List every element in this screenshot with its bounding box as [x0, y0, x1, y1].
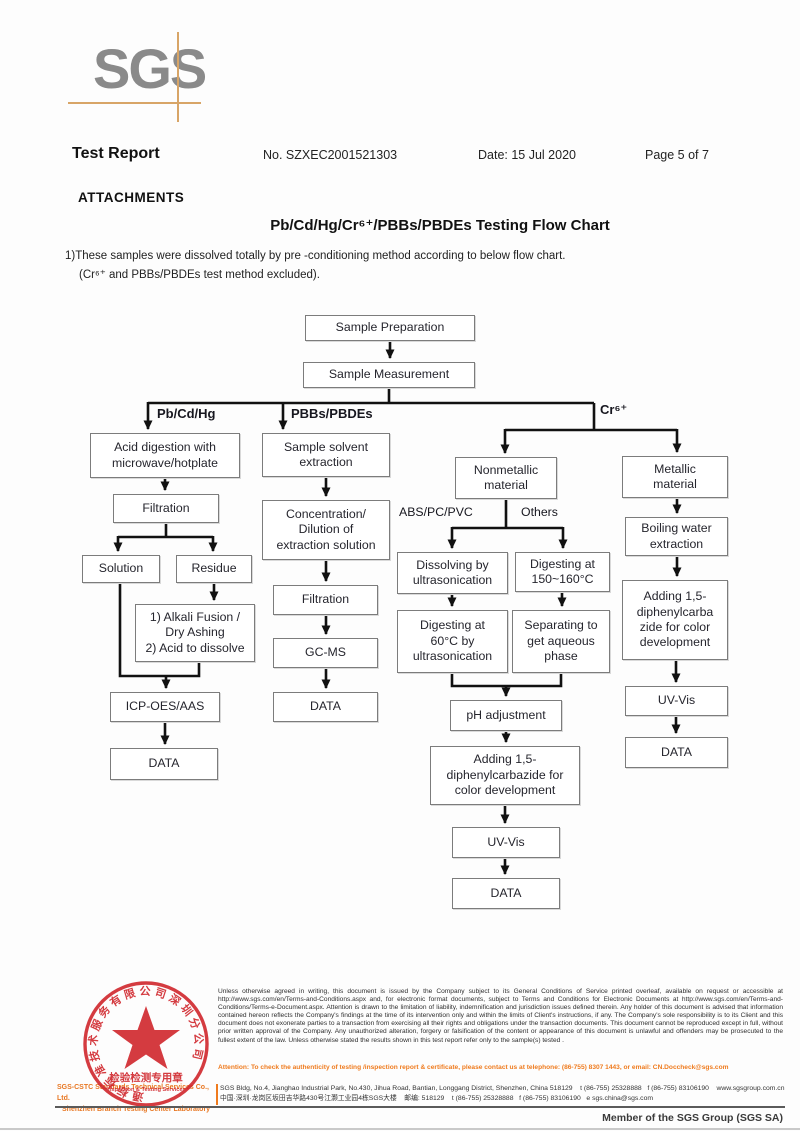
flowchart-box-filtration-mid: Filtration [273, 585, 378, 615]
footer-rule [55, 1106, 785, 1108]
flowchart-box-uv-vis-center: UV-Vis [452, 827, 560, 858]
report-date: Date: 15 Jul 2020 [478, 148, 576, 162]
report-number: No. SZXEC2001521303 [263, 148, 398, 162]
address-divider [216, 1084, 218, 1105]
flowchart-box-boiling-water-extraction: Boiling water extraction [625, 517, 728, 556]
flowchart-box-uv-vis-right: UV-Vis [625, 686, 728, 716]
flow-chart-title: Pb/Cd/Hg/Cr⁶⁺/PBBs/PBDEs Testing Flow Ch… [270, 217, 610, 234]
branch-label-pbbs-pbdes: PBBs/PBDEs [291, 406, 373, 421]
legal-disclaimer: Unless otherwise agreed in writing, this… [218, 988, 783, 1044]
address-english: SGS Bldg, No.4, Jianghao Industrial Park… [220, 1085, 785, 1092]
flowchart-box-data-left: DATA [110, 748, 218, 780]
flowchart-box-separating-aqueous: Separating to get aqueous phase [512, 610, 610, 673]
flowchart-box-adding-diphenylcarbazide-center: Adding 1,5- diphenylcarbazide for color … [430, 746, 580, 805]
page-indicator: Page 5 of 7 [645, 148, 709, 162]
company-line-2: Shenzhen Branch Testing Center Laborator… [62, 1106, 211, 1113]
note-line-1: 1)These samples were dissolved totally b… [65, 250, 566, 262]
logo-crosshair-vertical [177, 32, 179, 122]
logo-crosshair-horizontal [68, 102, 201, 104]
page-bottom-edge [0, 1128, 800, 1130]
sgs-logo: SGS [93, 37, 207, 100]
flowchart-box-dissolving-ultrasonication: Dissolving by ultrasonication [397, 552, 508, 594]
flowchart-box-sample-solvent-extraction: Sample solvent extraction [262, 433, 390, 477]
flowchart-box-data-mid: DATA [273, 692, 378, 722]
flowchart-box-filtration-left: Filtration [113, 494, 219, 523]
company-line-1: SGS-CSTC Standards Technical Services Co… [57, 1084, 209, 1102]
flowchart-box-data-right: DATA [625, 737, 728, 768]
flowchart-box-metallic-material: Metallic material [622, 456, 728, 498]
attention-notice: Attention: To check the authenticity of … [218, 1064, 729, 1071]
inspection-stamp: 通标标准技术服务有限公司深圳分公司 检验检测专用章 Inspection & T… [83, 981, 209, 1107]
flowchart-box-sample-measurement: Sample Measurement [303, 362, 475, 388]
flowchart-box-acid-digestion: Acid digestion with microwave/hotplate [90, 433, 240, 478]
flowchart-box-ph-adjustment: pH adjustment [450, 700, 562, 731]
flowchart-box-adding-diphenylcarbazide-right: Adding 1,5- diphenylcarba zide for color… [622, 580, 728, 660]
flowchart-box-alkali-fusion: 1) Alkali Fusion / Dry Ashing 2) Acid to… [135, 604, 255, 662]
branch-label-others: Others [521, 505, 558, 519]
svg-text:Inspection & Testing Services: Inspection & Testing Services [106, 1087, 185, 1093]
flowchart-box-digesting-60: Digesting at 60°C by ultrasonication [397, 610, 508, 673]
note-line-2: (Cr⁶⁺ and PBBs/PBDEs test method exclude… [79, 269, 320, 281]
flowchart-box-solution: Solution [82, 555, 160, 583]
company-name-block: SGS-CSTC Standards Technical Services Co… [57, 1082, 222, 1115]
flowchart-box-digesting-150-160: Digesting at 150~160°C [515, 552, 610, 592]
flowchart-box-concentration-dilution: Concentration/ Dilution of extraction so… [262, 500, 390, 560]
branch-label-abs-pc-pvc: ABS/PC/PVC [399, 505, 473, 519]
flowchart-box-residue: Residue [176, 555, 252, 583]
flowchart-box-gc-ms: GC-MS [273, 638, 378, 668]
svg-text:检验检测专用章: 检验检测专用章 [109, 1071, 183, 1084]
flowchart-box-data-center: DATA [452, 878, 560, 909]
report-title: Test Report [72, 145, 160, 162]
address-chinese: 中国·深圳·龙岗区坂田吉华路430号江灏工业园4栋SGS大楼 邮编: 51812… [220, 1095, 654, 1102]
branch-label-pb-cd-hg: Pb/Cd/Hg [157, 406, 216, 421]
attachments-heading: ATTACHMENTS [78, 190, 185, 205]
flowchart-box-nonmetallic-material: Nonmetallic material [455, 457, 557, 499]
branch-label-cr6: Cr⁶⁺ [600, 402, 628, 417]
flowchart-box-sample-preparation: Sample Preparation [305, 315, 475, 341]
member-of-sgs-group: Member of the SGS Group (SGS SA) [602, 1112, 783, 1124]
flowchart-box-icp-oes-aas: ICP-OES/AAS [110, 692, 220, 722]
